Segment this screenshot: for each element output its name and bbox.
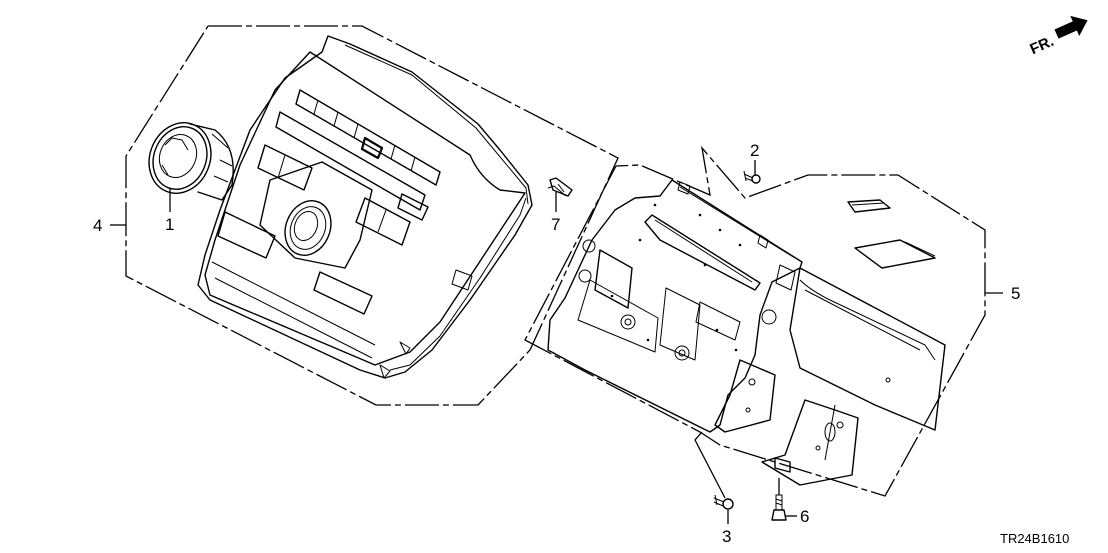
arrow-right-icon: [1054, 15, 1088, 39]
callout-4[interactable]: 4: [93, 216, 102, 235]
screw-part-2[interactable]: [743, 170, 761, 184]
callout-6[interactable]: 6: [800, 507, 809, 526]
assembly-5-boundary: [524, 145, 986, 497]
bolt-part-6[interactable]: [771, 494, 787, 521]
clip-part[interactable]: [547, 177, 573, 197]
front-direction-indicator: FR.: [1027, 15, 1088, 58]
drawing-code: TR24B1610: [1000, 531, 1069, 546]
front-label: FR.: [1027, 33, 1056, 58]
callout-7[interactable]: 7: [551, 215, 560, 234]
audio-unit[interactable]: [547, 179, 946, 486]
callout-5[interactable]: 5: [1011, 284, 1020, 303]
callout-2[interactable]: 2: [750, 141, 759, 160]
control-panel[interactable]: [197, 35, 533, 379]
assembly-4-boundary: [125, 25, 619, 406]
leader-lines: [110, 160, 1003, 524]
callout-1[interactable]: 1: [165, 215, 174, 234]
knob-part[interactable]: [139, 113, 234, 202]
screw-part-3[interactable]: [713, 494, 734, 510]
chassis-holes: [610, 203, 742, 352]
callout-3[interactable]: 3: [722, 527, 731, 546]
